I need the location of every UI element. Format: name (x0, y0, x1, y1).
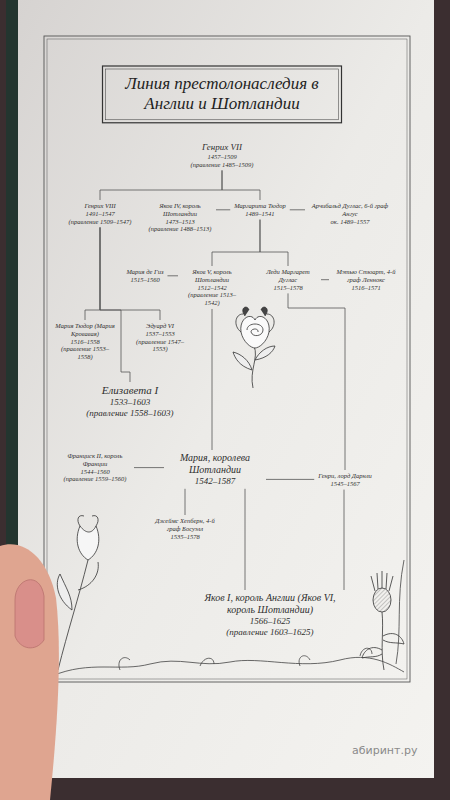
lineage-line (260, 220, 288, 266)
lineage-line (212, 220, 260, 266)
person-dates: 1533–1603 (86, 397, 173, 408)
page (18, 0, 434, 778)
lineage-line (222, 170, 260, 200)
person-entry: Леди Маргарет Дуглас1515–1578 (256, 266, 320, 293)
person-name: Маргарита Тюдор (234, 202, 286, 210)
person-dates: 1491–1547 (68, 210, 131, 218)
page-frame (44, 36, 410, 682)
lineage-line (212, 309, 213, 450)
person-dates: (правление 1488–1513) (148, 225, 212, 233)
person-entry: Франциск II, король Франции1544–1560(пра… (57, 450, 133, 485)
person-dates: 1515–1578 (259, 284, 317, 292)
title: Линия престолонаследия в Англии и Шотлан… (115, 74, 330, 115)
person-name: Генрих VII (190, 142, 253, 153)
person-name: Мэтью Стюарт, 4-й граф Леннокс (333, 268, 399, 284)
person-dates: 1537–1553 (133, 330, 187, 338)
lineage-line (100, 170, 222, 200)
person-dates: (правление 1547–1553) (133, 338, 187, 354)
person-entry: Эдуард VI1537–1553(правление 1547–1553) (130, 320, 190, 355)
person-entry: Мэтью Стюарт, 4-й граф Леннокс1516–1571 (330, 266, 402, 293)
lineage-line (134, 467, 164, 468)
lineage-line (185, 489, 186, 515)
person-name: Мария, королева Шотландии (168, 452, 262, 476)
person-entry: Мария де Гиз1515–1560 (124, 266, 167, 286)
person-entry: Елизавета I1533–1603(правление 1558–1603… (83, 382, 176, 421)
person-name: Елизавета I (86, 384, 173, 397)
person-dates: (правление 1603–1625) (193, 627, 347, 638)
person-entry: Генрих VII1457–1509(правление 1485–1509) (187, 140, 256, 170)
person-name: Франциск II, король Франции (60, 452, 130, 468)
person-name: Генри, лорд Дарнли (318, 472, 372, 480)
person-entry: Яков I, король Англии (Яков VI, король Ш… (190, 590, 350, 640)
person-name: Арчибальд Дуглас, 6-й граф Ангус (309, 202, 391, 218)
person-dates: (правление 1558–1603) (86, 408, 173, 419)
person-dates: 1489–1541 (234, 210, 286, 218)
person-dates: (правление 1485–1509) (190, 161, 253, 169)
person-dates: 1566–1625 (193, 616, 347, 627)
lineage-line (344, 490, 345, 590)
person-dates: 1516–1558 (55, 338, 115, 346)
person-name: Эдуард VI (133, 322, 187, 330)
person-name: Генрих VIII (68, 202, 131, 210)
lineage-line (85, 227, 100, 320)
person-entry: Джеймс Хепберн, 4-й граф Босуэлл1535–157… (145, 515, 225, 542)
lineage-line (245, 489, 246, 590)
person-entry: Мария, королева Шотландии1542–1587 (165, 450, 265, 489)
person-dates: (правление 1509–1547) (68, 218, 131, 226)
vine-ornament (52, 560, 404, 676)
person-entry: Яков V, король Шотландии1512–1542(правле… (179, 266, 245, 309)
title-frame (103, 66, 342, 123)
person-name: Леди Маргарет Дуглас (259, 268, 317, 284)
person-dates: 1512–1542 (182, 284, 242, 292)
person-dates: (правление 1559–1560) (60, 475, 130, 483)
person-entry: Арчибальд Дуглас, 6-й граф Ангусок. 1489… (306, 200, 394, 227)
thistle-illustration (362, 571, 404, 670)
person-name: Мария де Гиз (127, 268, 164, 276)
person-name: Яков I, король Англии (Яков VI, король Ш… (193, 592, 347, 616)
person-dates: 1516–1571 (333, 284, 399, 292)
person-dates: 1535–1578 (148, 533, 222, 541)
rose-illustration (233, 307, 275, 388)
person-dates: 1515–1560 (127, 276, 164, 284)
person-dates: 1473–1513 (148, 218, 212, 226)
person-dates: 1545–1567 (318, 480, 372, 488)
person-name: Джеймс Хепберн, 4-й граф Босуэлл (148, 517, 222, 533)
lineage-line (100, 227, 130, 382)
hand (0, 544, 59, 800)
lineage-line (290, 209, 305, 210)
person-entry: Яков IV, король Шотландии1473–1513(правл… (145, 200, 215, 235)
person-name: Мария Тюдор (Мария Кровавая) (55, 322, 115, 338)
person-dates: (правление 1513–1542) (182, 291, 242, 307)
lily-illustration (57, 516, 99, 670)
lineage-line (321, 279, 329, 280)
person-entry: Маргарита Тюдор1489–1541 (231, 200, 289, 220)
lineage-line (266, 479, 314, 480)
lineage-line (216, 209, 230, 210)
person-dates: 1457–1509 (190, 153, 253, 161)
watermark: абиринт.ру (352, 744, 417, 757)
person-dates: ок. 1489–1557 (309, 218, 391, 226)
lineage-line (167, 275, 178, 276)
person-dates: 1544–1560 (60, 468, 130, 476)
person-entry: Мария Тюдор (Мария Кровавая)1516–1558(пр… (52, 320, 118, 363)
lineage-line (288, 293, 345, 470)
person-name: Яков V, король Шотландии (182, 268, 242, 284)
person-entry: Генрих VIII1491–1547(правление 1509–1547… (65, 200, 134, 227)
person-dates: (правление 1553–1558) (55, 345, 115, 361)
person-dates: 1542–1587 (168, 476, 262, 487)
person-name: Яков IV, король Шотландии (148, 202, 212, 218)
person-entry: Генри, лорд Дарнли1545–1567 (315, 470, 375, 490)
